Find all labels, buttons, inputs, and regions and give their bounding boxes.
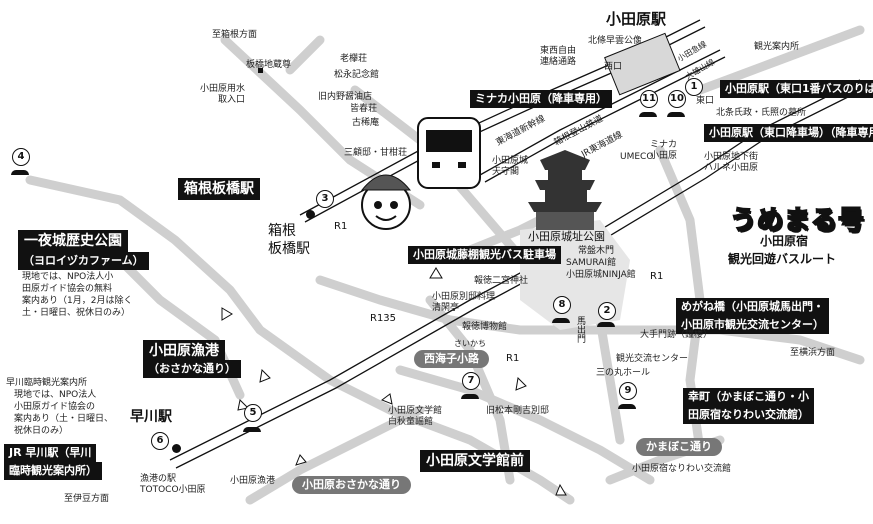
place-totoco: 漁港の駅 TOTOCO小田原 [140,474,206,495]
callout-stop-5-line-1[interactable]: 小田原漁港 [143,340,225,362]
place-free-passage: 東西自由 連絡通路 [540,46,577,67]
osakana-street-pill: 小田原おさかな通り [292,476,411,494]
place-otemon-bell: 大手門跡（鐘楼） [640,330,713,340]
direction-hakone: 至箱根方面 [212,30,258,40]
callout-stop-9-line-2[interactable]: 田原宿なりわい交流館） [683,406,814,424]
callout-stop-7[interactable]: 小田原文学館前 [420,450,530,472]
stop-5-base [243,427,261,432]
saikachi-ruby: さいかち [454,339,486,348]
callout-stop-1[interactable]: 小田原駅（東口1番バスのりば） [720,80,873,98]
stop-7-base [461,394,479,399]
stop-2-base [597,322,615,327]
place-soun-statue: 北條早雲公像 [588,36,643,46]
stop-5-marker[interactable]: 5 [244,404,262,422]
place-matsumoto-villa: 旧松本剛吉別邸 [486,406,550,416]
callout-stop-2-line-1[interactable]: めがね橋（小田原城馬出門・ [676,298,829,316]
ichiyajo-note-4: 土・日曜日、祝休日のみ） [22,308,131,318]
place-hotoku-shrine: 報徳二宮神社 [474,276,529,286]
saikachi-street-pill: 西海子小路 [414,350,489,368]
place-rokyaku-so: 老欅荘 [340,54,368,64]
place-hotoku-museum: 報徳博物館 [462,322,508,332]
station-marker [306,210,315,219]
direction-yokohama: 至横浜方面 [790,348,836,358]
place-minaka: ミナカ 小田原 [650,140,678,161]
hayakawa-note-4: 案内あり（土・日曜日、 [14,414,114,424]
stop-6-marker[interactable]: 6 [151,432,169,450]
stop-10-base [667,112,685,117]
place-west-exit: 西口 [604,62,623,72]
place-samurai-kan: SAMURAI館 [566,258,617,268]
stop-4-base [11,170,29,175]
place-castle-park: 小田原城址公園 [528,230,605,243]
ichiyajo-note-1: 現地では、NPO法人小 [22,272,114,282]
place-uchino-shoyu: 旧内野醤油店 [318,92,373,102]
road-r135: R135 [370,313,397,324]
hayakawa-station-label: 早川駅 [130,409,172,425]
umemaru-logo: うめまる号 [729,205,866,237]
stop-8-base [552,318,570,323]
place-umeco: UMECO [620,152,654,162]
stop-7-marker[interactable]: 7 [462,372,480,390]
place-marker [258,68,263,73]
stop-2-marker[interactable]: 2 [598,302,616,320]
stop-9-base [618,404,636,409]
road-r1-a: R1 [334,221,348,232]
stop-11-marker[interactable]: 11 [640,90,658,108]
subtitle-line-1: 小田原宿 [760,234,809,248]
place-hojo-graves: 北条氏政・氏照の墓所 [716,108,807,118]
place-sanko-tei: 三顧邸・甘柑荘 [344,148,408,158]
place-kaishun-so: 皆春荘 [350,104,378,114]
place-east-exit: 東口 [696,96,715,106]
callout-stop-2-line-2[interactable]: 小田原市観光交流センター） [676,316,829,334]
road-r1-b: R1 [506,353,520,364]
kamaboko-street-pill: かまぼこ通り [636,438,722,456]
callout-ichiyajo-line-2[interactable]: （ヨロイヅカファーム） [18,252,149,270]
place-ninja-kan: 小田原城NINJA館 [566,270,636,280]
place-halne: 小田原地下街 ハルネ小田原 [704,152,759,173]
stop-9-marker[interactable]: 9 [619,382,637,400]
place-kanko-center: 観光交流センター [616,354,689,364]
place-matsunaga-museum: 松永記念館 [334,70,380,80]
callout-stop-5-line-2[interactable]: （おさかな通り） [143,360,241,378]
hakone-itabashi-station-label: 箱根 板橋駅 [268,223,310,257]
subtitle-line-2: 観光回遊バスルート [728,252,837,266]
callout-stop-9-line-1[interactable]: 幸町（かまぼこ通り・小 [683,388,814,406]
place-literature-museum: 小田原文学館 白秋童謡館 [388,406,443,427]
station-marker [172,444,181,453]
hayakawa-note-3: 小田原ガイド協会の [14,402,96,412]
ichiyajo-note-2: 田原ガイド協会の無料 [22,284,113,294]
stop-3-marker[interactable]: 3 [316,190,334,208]
direction-izu: 至伊豆方面 [64,494,110,504]
hayakawa-note-2: 現地では、NPO法人 [14,390,97,400]
callout-stop-8[interactable]: 小田原城藤棚観光バス駐車場 [408,246,561,264]
place-tourist-info: 観光案内所 [754,42,800,52]
stop-4-marker[interactable]: 4 [12,148,30,166]
stop-11-base [639,112,657,117]
place-castle-keep: 小田原城 天守閣 [492,156,529,177]
callout-stop-10[interactable]: 小田原駅（東口降車場）（降車専用） [704,124,873,142]
stop-10-marker[interactable]: 10 [668,90,686,108]
callout-stop-6-line-2[interactable]: 臨時観光案内所） [4,462,102,480]
road-r1-c: R1 [650,271,664,282]
callout-stop-6-line-1[interactable]: JR 早川駅（早川 [4,444,97,462]
place-seikantei: 小田原別邸料理 清閑亭 [432,292,496,313]
odawara-station-label: 小田原駅 [606,10,667,28]
place-tokiwagi-gate: 常盤木門 [578,246,615,256]
place-nariwai-hall: 小田原宿なりわい交流館 [632,464,732,474]
callout-stop-3[interactable]: 箱根板橋駅 [178,178,260,200]
place-sannomaru-hall: 三の丸ホール [596,368,651,378]
callout-stop-11[interactable]: ミナカ小田原（降車専用） [470,90,612,108]
stop-8-marker[interactable]: 8 [553,296,571,314]
hayakawa-note-1: 早川臨時観光案内所 [6,378,88,388]
callout-ichiyajo-line-1[interactable]: 一夜城歴史公園 [18,230,128,252]
place-umadashi-gate: 馬出門 [575,316,585,343]
place-yosui-intake: 小田原用水 取入口 [200,84,246,105]
place-kokian: 古稀庵 [352,118,380,128]
ichiyajo-note-3: 案内あり（1月，2月は除く [22,296,133,306]
hayakawa-note-5: 祝休日のみ） [14,426,69,436]
stop-1-marker[interactable]: 1 [685,78,703,96]
place-itabashi-jizo: 板橋地蔵尊 [246,60,292,70]
place-fishing-port: 小田原漁港 [230,476,276,486]
